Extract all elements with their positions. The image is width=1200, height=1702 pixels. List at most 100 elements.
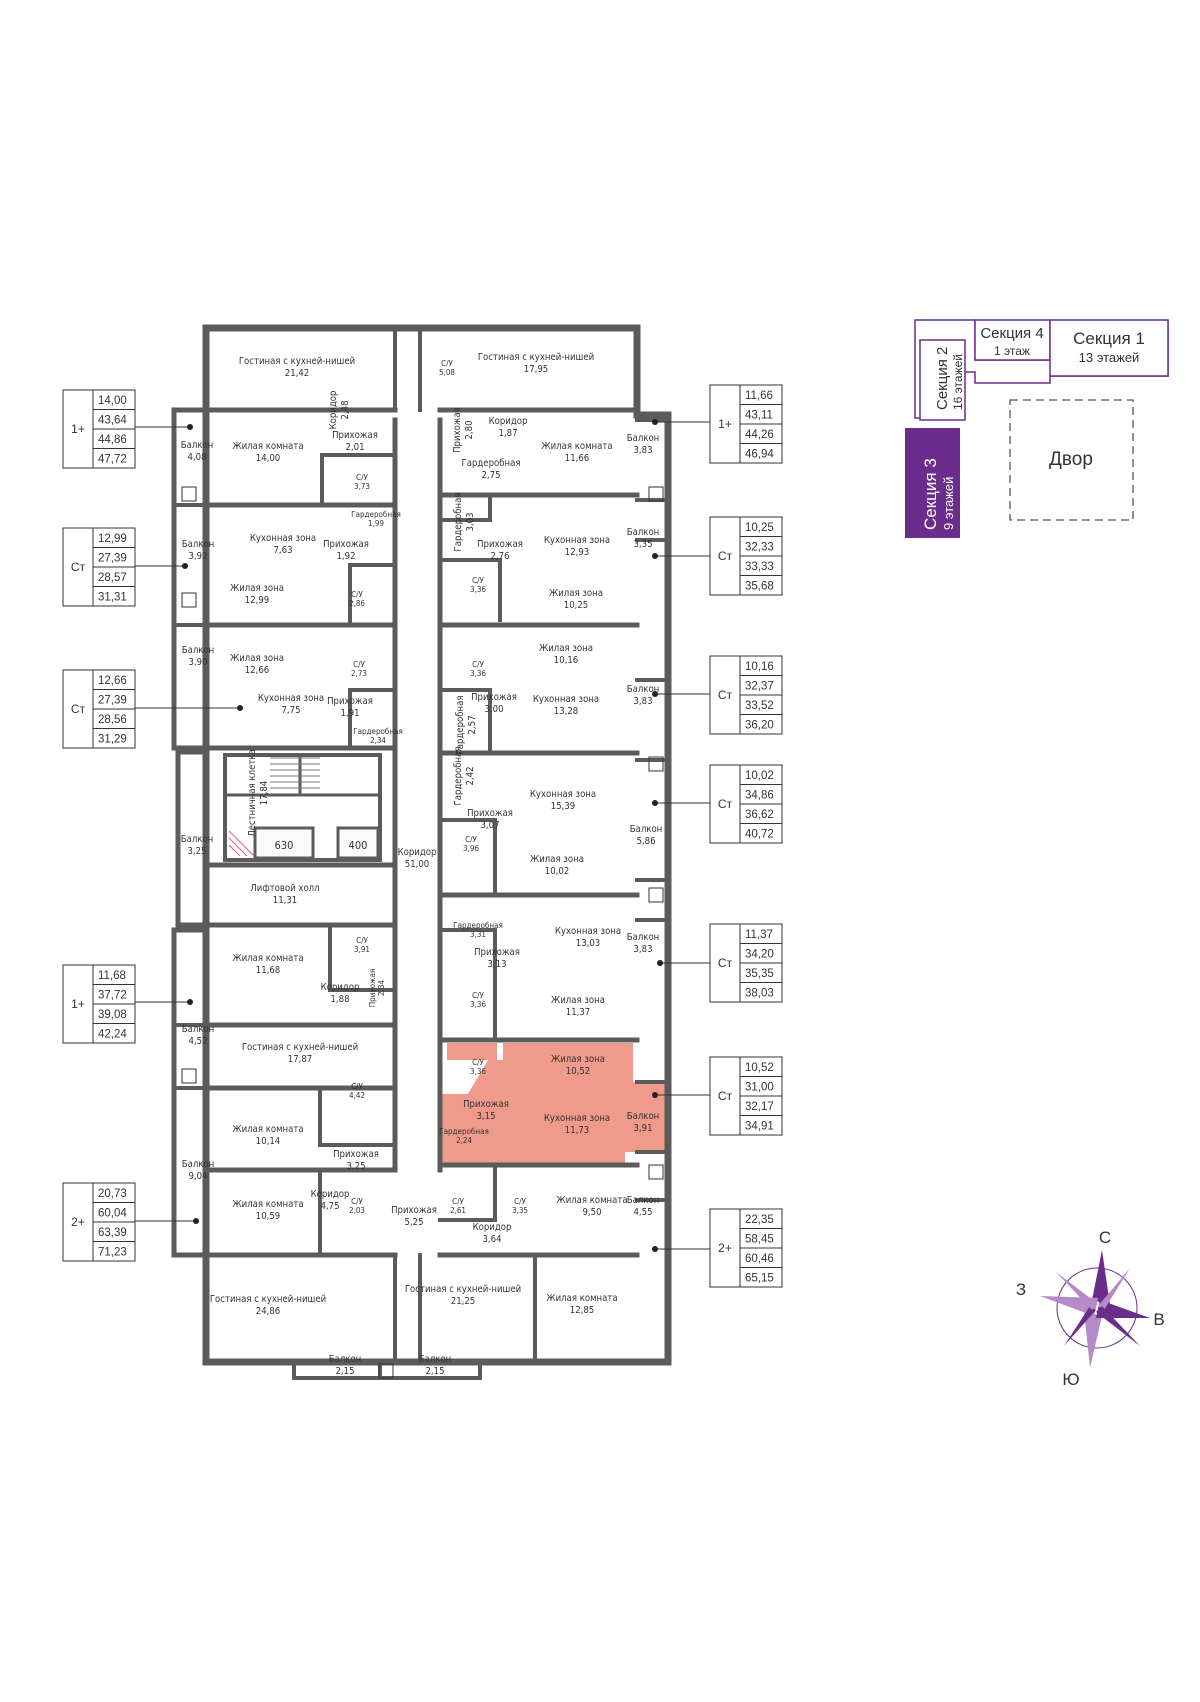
room-name: Гостиная с кухней-нишей bbox=[239, 356, 355, 367]
room-r11: С/У3,73 bbox=[354, 473, 370, 491]
room-area: 24,86 bbox=[256, 1306, 280, 1317]
room-area: 2,61 bbox=[450, 1206, 466, 1215]
room-area: 3,31 bbox=[470, 930, 486, 939]
room-area: 1,91 bbox=[340, 708, 359, 719]
room-area: 2,24 bbox=[456, 1136, 472, 1145]
selected-apartment-highlight[interactable] bbox=[440, 1043, 668, 1165]
room-name: Прихожая bbox=[323, 539, 369, 550]
room-area: 17,84 bbox=[259, 781, 270, 805]
room-name: Жилая зона bbox=[530, 854, 584, 865]
room-name: Гардеробная bbox=[351, 509, 401, 519]
stair-treads bbox=[270, 757, 320, 789]
room-area: 3,64 bbox=[482, 1234, 501, 1245]
apartment-type: Ст bbox=[718, 549, 733, 563]
apartment-area-value: 33,33 bbox=[745, 561, 774, 573]
apartment-area-value: 11,66 bbox=[745, 390, 773, 402]
room-area: 51,00 bbox=[405, 859, 429, 870]
apartment-area-value: 32,17 bbox=[745, 1101, 774, 1113]
apartment-area-value: 14,00 bbox=[98, 395, 127, 407]
room-area: 12,85 bbox=[570, 1305, 594, 1316]
room-name: С/У bbox=[465, 835, 477, 844]
room-name: Жилая зона bbox=[230, 653, 284, 664]
room-area: 3,36 bbox=[470, 1067, 486, 1076]
room-name: Коридор bbox=[398, 847, 437, 858]
apartment-type: Ст bbox=[718, 797, 733, 811]
apartment-area-value: 31,00 bbox=[745, 1082, 774, 1094]
apartment-type: Ст bbox=[718, 1089, 733, 1103]
room-area: 2,57 bbox=[467, 715, 478, 734]
apartment-area-value: 60,46 bbox=[745, 1253, 774, 1265]
room-name: Прихожая bbox=[452, 407, 463, 453]
room-area: 2,76 bbox=[490, 551, 509, 562]
leader-dot bbox=[187, 424, 193, 430]
leader-dot bbox=[652, 419, 658, 425]
compass-north: С bbox=[1099, 1228, 1111, 1247]
room-name: С/У bbox=[514, 1197, 526, 1206]
walls bbox=[171, 324, 672, 1380]
room-area: 3,35 bbox=[512, 1206, 528, 1215]
room-r72: С/У2,03 bbox=[349, 1197, 365, 1215]
room-area: 2,42 bbox=[465, 766, 476, 785]
apartment-area-value: 38,03 bbox=[745, 988, 774, 1000]
apartment-type: 1+ bbox=[718, 417, 732, 431]
room-name: Балкон bbox=[627, 1111, 660, 1122]
room-area: 3,91 bbox=[633, 1123, 652, 1134]
room-name: С/У bbox=[472, 660, 484, 669]
apartment-area-value: 34,86 bbox=[745, 790, 774, 802]
apartment-area-value: 10,25 bbox=[745, 522, 774, 534]
table-cell bbox=[709, 384, 741, 464]
compass-west: З bbox=[1016, 1280, 1026, 1299]
room-name: С/У bbox=[353, 660, 365, 669]
table-cell bbox=[739, 443, 783, 464]
apartment-area-value: 12,99 bbox=[98, 533, 127, 545]
stair-hatch bbox=[228, 830, 255, 857]
room-name: Прихожая bbox=[327, 696, 373, 707]
room-area: 2,73 bbox=[351, 669, 367, 678]
room-area: 10,14 bbox=[256, 1136, 280, 1147]
leader-dot bbox=[652, 1092, 658, 1098]
room-name: Балкон bbox=[630, 824, 663, 835]
room-area: 9,04 bbox=[188, 1171, 207, 1182]
apartment-area-value: 35,68 bbox=[745, 581, 774, 593]
apartment-area-value: 71,23 bbox=[98, 1247, 127, 1259]
room-area: 17,87 bbox=[288, 1054, 312, 1065]
room-area: 21,42 bbox=[285, 368, 309, 379]
apartment-area-value: 33,52 bbox=[745, 700, 774, 712]
room-area: 5,25 bbox=[404, 1217, 423, 1228]
room-area: 12,66 bbox=[245, 665, 269, 676]
room-area: 3,83 bbox=[633, 445, 652, 456]
